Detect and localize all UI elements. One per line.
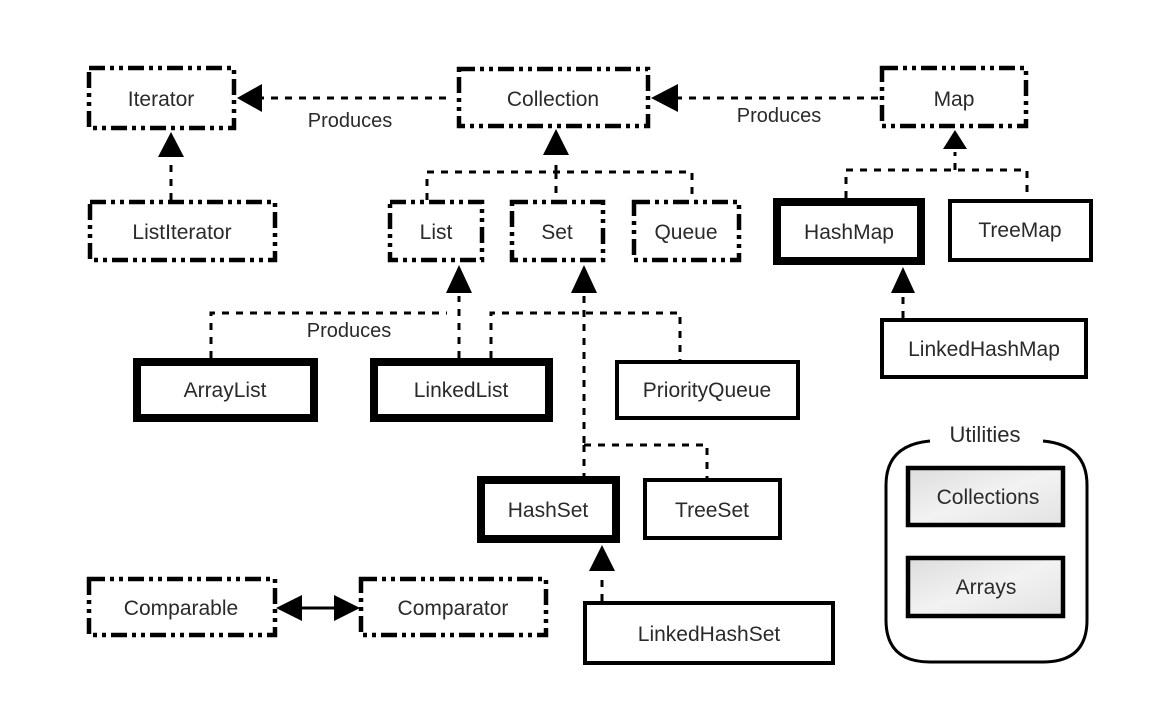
arrowhead-hashmap-icon: [891, 267, 915, 293]
node-collection-label: Collection: [507, 88, 599, 111]
arrowhead-collection-from-subtypes-icon: [543, 129, 569, 155]
edge-arraylist-list: [209, 311, 447, 358]
node-hashmap-box[interactable]: [773, 198, 925, 265]
node-linkedlist-box[interactable]: [370, 358, 553, 422]
node-linkedhashmap-label: LinkedHashMap: [908, 338, 1060, 361]
node-linkedhashset-label: LinkedHashSet: [638, 623, 781, 646]
edge-map-subtree: [844, 168, 1029, 199]
node-map-box[interactable]: [879, 65, 1029, 129]
class-boxes: [583, 199, 1093, 665]
arrowhead-collection-icon: [651, 84, 678, 112]
node-treemap-box[interactable]: [948, 199, 1093, 262]
edge-queue-subtree: [489, 311, 682, 360]
edge-treeset-set: [584, 443, 709, 478]
node-listiterator-box[interactable]: [87, 199, 278, 263]
node-linkedlist-label: LinkedList: [414, 379, 509, 402]
node-comparable-label: Comparable: [124, 597, 238, 620]
produces-label-iterator: Produces: [308, 110, 393, 132]
node-queue-box[interactable]: [631, 199, 742, 263]
node-treeset-label: TreeSet: [675, 499, 749, 522]
utility-arrays-box[interactable]: [905, 555, 1066, 619]
node-arraylist-label: ArrayList: [184, 379, 267, 402]
edge-comparable-comparator: [276, 595, 360, 621]
arrowhead-comparable-icon: [276, 595, 302, 621]
arrowhead-hashset-icon: [589, 545, 615, 571]
node-comparable-box[interactable]: [86, 576, 278, 638]
node-list-label: List: [420, 221, 453, 244]
node-priorityqueue-box[interactable]: [615, 360, 800, 420]
node-linkedhashset-box[interactable]: [583, 601, 835, 665]
node-hashset-label: HashSet: [508, 499, 589, 522]
arrowhead-iterator-icon: [237, 84, 262, 112]
node-listiterator-label: ListIterator: [132, 221, 231, 244]
node-labels: Iterator Collection Map ListIterator Lis…: [124, 88, 1062, 646]
node-iterator-box[interactable]: [86, 65, 237, 131]
produces-label-collection: Produces: [737, 105, 822, 127]
node-map-label: Map: [934, 88, 975, 111]
connectors: [169, 96, 1029, 601]
utilities-bracket: [884, 439, 1089, 664]
primary-class-boxes: [133, 198, 925, 543]
arrowhead-iterator-from-listiterator-icon: [158, 132, 184, 157]
arrowhead-list-icon: [446, 265, 472, 293]
node-queue-label: Queue: [654, 221, 717, 244]
node-collection-box[interactable]: [456, 66, 651, 129]
node-linkedhashmap-box[interactable]: [880, 318, 1088, 379]
node-comparator-label: Comparator: [398, 597, 509, 620]
node-arraylist-box[interactable]: [133, 358, 318, 422]
node-iterator-label: Iterator: [128, 88, 195, 111]
node-treeset-box[interactable]: [643, 478, 782, 540]
node-priorityqueue-label: PriorityQueue: [643, 379, 771, 402]
utilities-title: Utilities: [950, 422, 1021, 447]
arrowhead-comparator-icon: [334, 595, 360, 621]
produces-label-list: Produces: [307, 320, 392, 342]
arrowhead-map-from-subtypes-icon: [943, 130, 967, 149]
interface-boxes: [86, 65, 1029, 638]
arrowheads: [158, 84, 967, 571]
utility-collections-box[interactable]: [905, 465, 1066, 528]
node-set-box[interactable]: [509, 199, 606, 263]
node-hashset-box[interactable]: [477, 476, 620, 543]
node-list-box[interactable]: [387, 199, 485, 263]
arrowhead-set-icon: [571, 265, 597, 293]
node-treemap-label: TreeMap: [978, 219, 1061, 242]
utility-arrays-label: Arrays: [956, 576, 1017, 599]
edge-collection-subtree: [425, 170, 694, 200]
node-comparator-box[interactable]: [358, 576, 549, 638]
utilities-group: Utilities Collections Arrays: [884, 422, 1089, 664]
utility-collections-label: Collections: [937, 486, 1040, 509]
node-set-label: Set: [541, 221, 573, 244]
node-hashmap-label: HashMap: [804, 221, 894, 244]
